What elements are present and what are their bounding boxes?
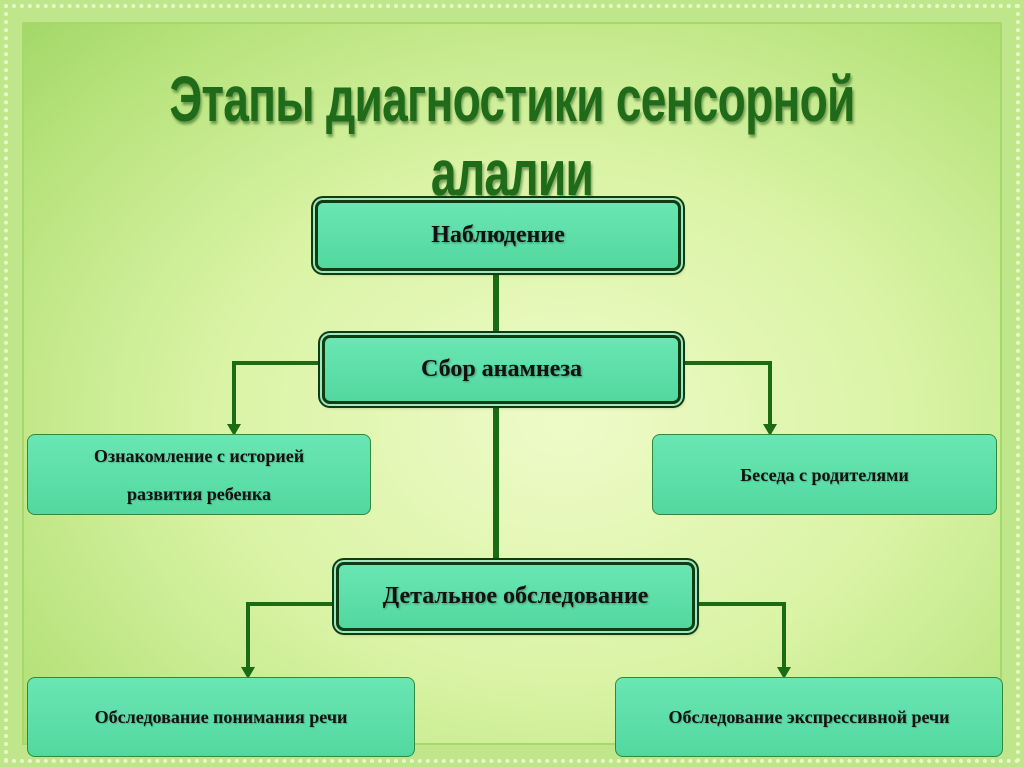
arrow-icon [777,667,791,679]
box-history: Ознакомление с историей развития ребенка [27,434,371,515]
box-anamnesis: Сбор анамнеза [322,335,681,404]
box-parents: Беседа с родителями [652,434,997,515]
box-detailed: Детальное обследование [336,562,695,631]
box-expressive: Обследование экспрессивной речи [615,677,1003,757]
connector-history [232,361,320,428]
connector-understanding [246,602,334,671]
box-understanding: Обследование понимания речи [27,677,415,757]
connector-parents [683,361,772,428]
box-observation: Наблюдение [315,200,681,271]
arrow-icon [227,424,241,436]
connector-expressive [697,602,786,671]
arrow-icon [763,424,777,436]
arrow-icon [241,667,255,679]
slide-title: Этапы диагностики сенсорной алалии [169,63,855,209]
